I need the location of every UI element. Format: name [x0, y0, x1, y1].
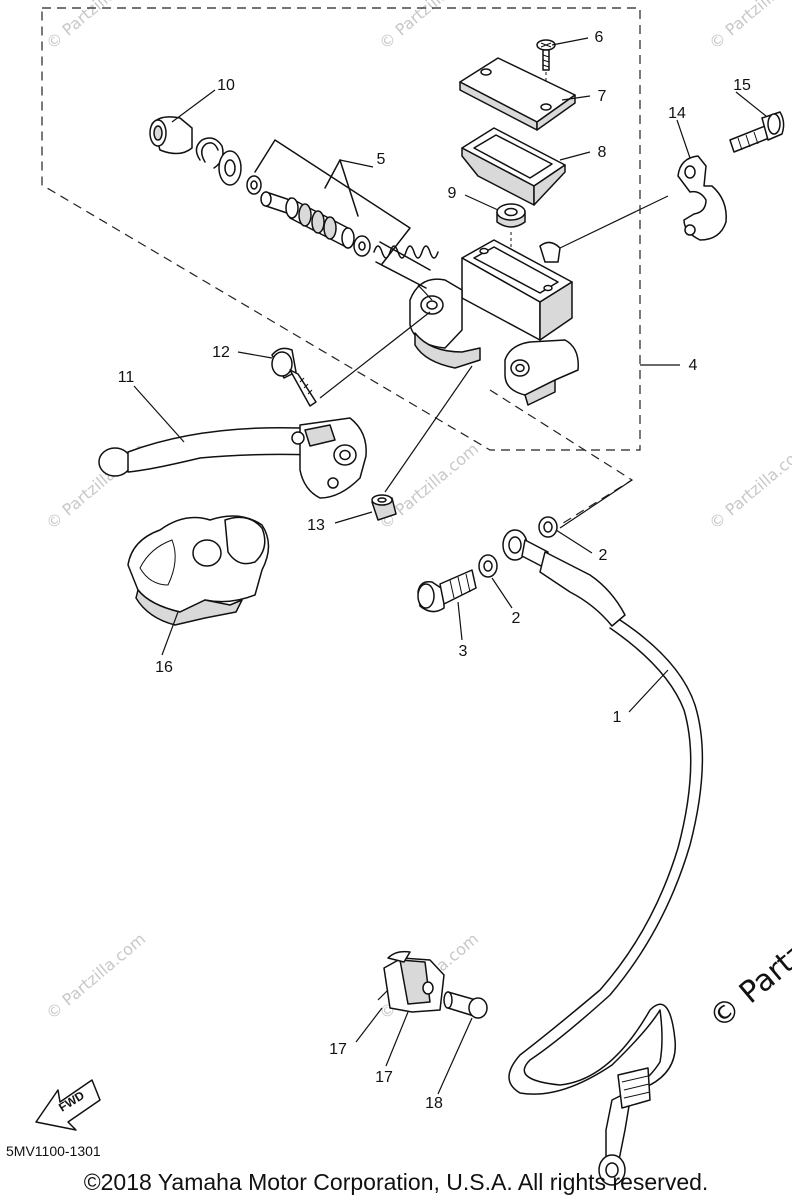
callout-18: 18 — [425, 1095, 443, 1112]
bushing-9 — [496, 203, 526, 250]
piston-kit-5 — [246, 139, 439, 289]
callout-2a: 2 — [599, 547, 608, 564]
callout-15: 15 — [733, 77, 751, 94]
hose-guide-17 — [377, 950, 445, 1013]
nut-13 — [371, 494, 397, 521]
watermark-group: © Partzilla.com © Partzilla.com © Partzi… — [42, 0, 792, 1036]
callout-7: 7 — [598, 88, 607, 105]
diagram-code: 5MV1100-1301 — [6, 1143, 101, 1159]
callout-4: 4 — [689, 357, 698, 374]
watermark: © Partzilla.com — [42, 929, 149, 1023]
callout-17a: 17 — [329, 1041, 347, 1058]
copper-washer-2a — [538, 516, 558, 538]
copper-washer-2b — [478, 554, 498, 578]
diaphragm-8 — [461, 127, 566, 206]
callout-10: 10 — [217, 77, 235, 94]
master-cylinder-4 — [409, 239, 579, 406]
washer-kit — [218, 150, 242, 186]
pivot-bolt-12 — [271, 347, 317, 407]
screw-6 — [536, 39, 556, 106]
watermark-edge: © Partzil — [703, 925, 792, 1036]
callout-5: 5 — [377, 151, 386, 168]
callout-12: 12 — [212, 344, 230, 361]
callout-1: 1 — [613, 709, 622, 726]
leader-13-body — [384, 365, 473, 493]
leader-hose-body — [559, 479, 633, 529]
callout-3: 3 — [459, 643, 468, 660]
leader-14-body — [559, 195, 669, 249]
callout-13: 13 — [307, 517, 325, 534]
callout-16: 16 — [155, 659, 173, 676]
watermark: © Partzilla.com — [705, 439, 792, 533]
callout-17b: 17 — [375, 1069, 393, 1086]
leader-12-body — [319, 311, 431, 399]
callout-8: 8 — [598, 144, 607, 161]
boot-10 — [149, 116, 193, 155]
callout-14: 14 — [668, 105, 686, 122]
brake-lever-11 — [98, 417, 367, 499]
brake-hose-1 — [502, 529, 704, 1186]
callout-9: 9 — [448, 185, 457, 202]
reservoir-cap-7 — [459, 57, 576, 131]
assembly-to-hose — [489, 389, 634, 526]
assembly-boundary — [41, 7, 641, 451]
clamp-holder-14 — [677, 155, 727, 241]
watermark: © Partzilla.com — [705, 0, 792, 53]
callout-11: 11 — [118, 369, 135, 386]
callout-6: 6 — [595, 29, 604, 46]
bolt-18 — [443, 991, 488, 1019]
callout-2b: 2 — [512, 610, 521, 627]
lever-guard-16 — [127, 515, 270, 626]
callouts: 6 7 8 9 10 5 4 15 14 12 11 13 16 2 2 3 1… — [118, 29, 751, 1112]
leader-lines — [133, 37, 767, 1095]
union-bolt-3 — [417, 569, 477, 613]
bolt-15 — [729, 111, 785, 153]
watermark: © Partzilla.com — [375, 439, 482, 533]
fwd-arrow-icon: FWD — [35, 1079, 101, 1131]
copyright-notice: ©2018 Yamaha Motor Corporation, U.S.A. A… — [84, 1169, 709, 1195]
leader-5-body — [417, 284, 433, 301]
